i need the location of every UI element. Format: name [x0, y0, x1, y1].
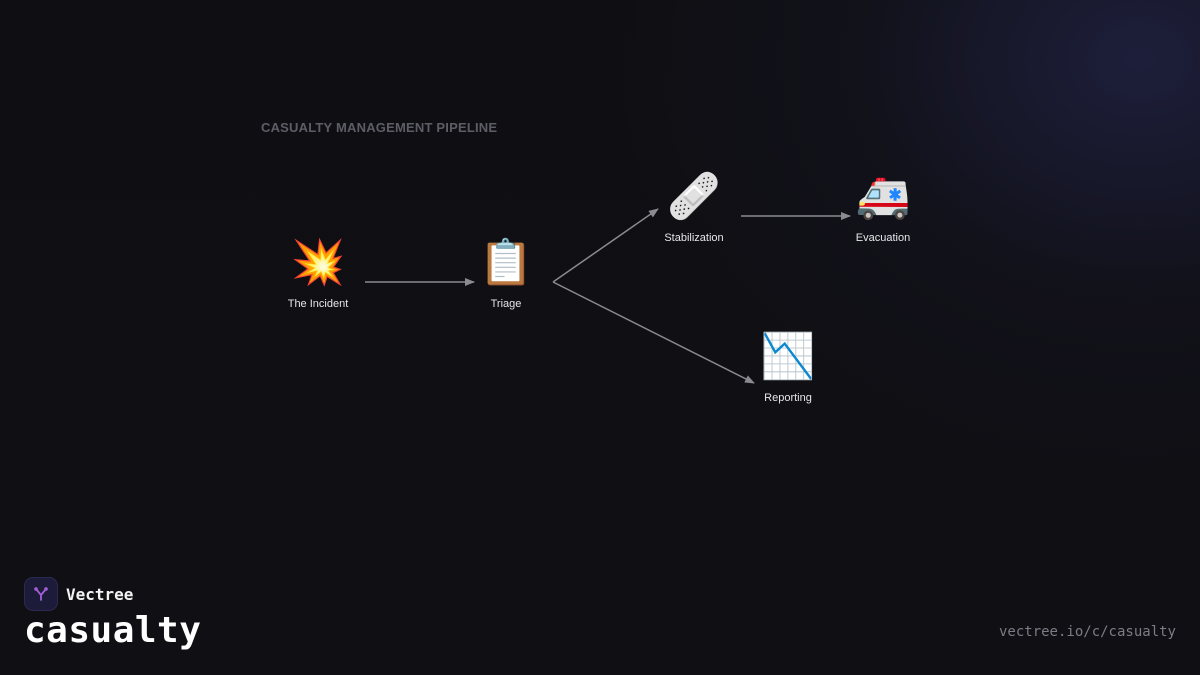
edge-triage-reporting	[552, 281, 755, 384]
node-triage[interactable]: 📋 Triage	[436, 237, 576, 311]
node-stabilization[interactable]: 🩹 Stabilization	[624, 171, 764, 245]
chart-decreasing-icon: 📉	[760, 331, 816, 382]
node-label: Triage	[490, 298, 522, 310]
node-label: The Incident	[287, 298, 349, 310]
collision-icon: 💥	[290, 237, 346, 288]
node-label: Stabilization	[664, 232, 724, 244]
node-label: Evacuation	[855, 232, 911, 244]
adhesive-bandage-icon: 🩹	[666, 171, 722, 222]
brand: Vectree	[24, 577, 133, 611]
brand-name: Vectree	[66, 584, 134, 604]
diagram-title: CASUALTY MANAGEMENT PIPELINE	[261, 120, 498, 135]
node-reporting[interactable]: 📉 Reporting	[718, 331, 858, 405]
ambulance-icon: 🚑	[855, 171, 911, 222]
node-label: Reporting	[764, 392, 812, 404]
clipboard-icon: 📋	[478, 237, 534, 288]
node-the-incident[interactable]: 💥 The Incident	[248, 237, 388, 311]
tree-branch-icon	[34, 587, 48, 601]
vectree-logo-icon[interactable]	[24, 577, 58, 611]
edge-triage-stabilization	[552, 208, 659, 283]
node-evacuation[interactable]: 🚑 Evacuation	[813, 171, 953, 245]
project-name: casualty	[24, 610, 202, 651]
project-url[interactable]: vectree.io/c/casualty	[998, 624, 1176, 640]
